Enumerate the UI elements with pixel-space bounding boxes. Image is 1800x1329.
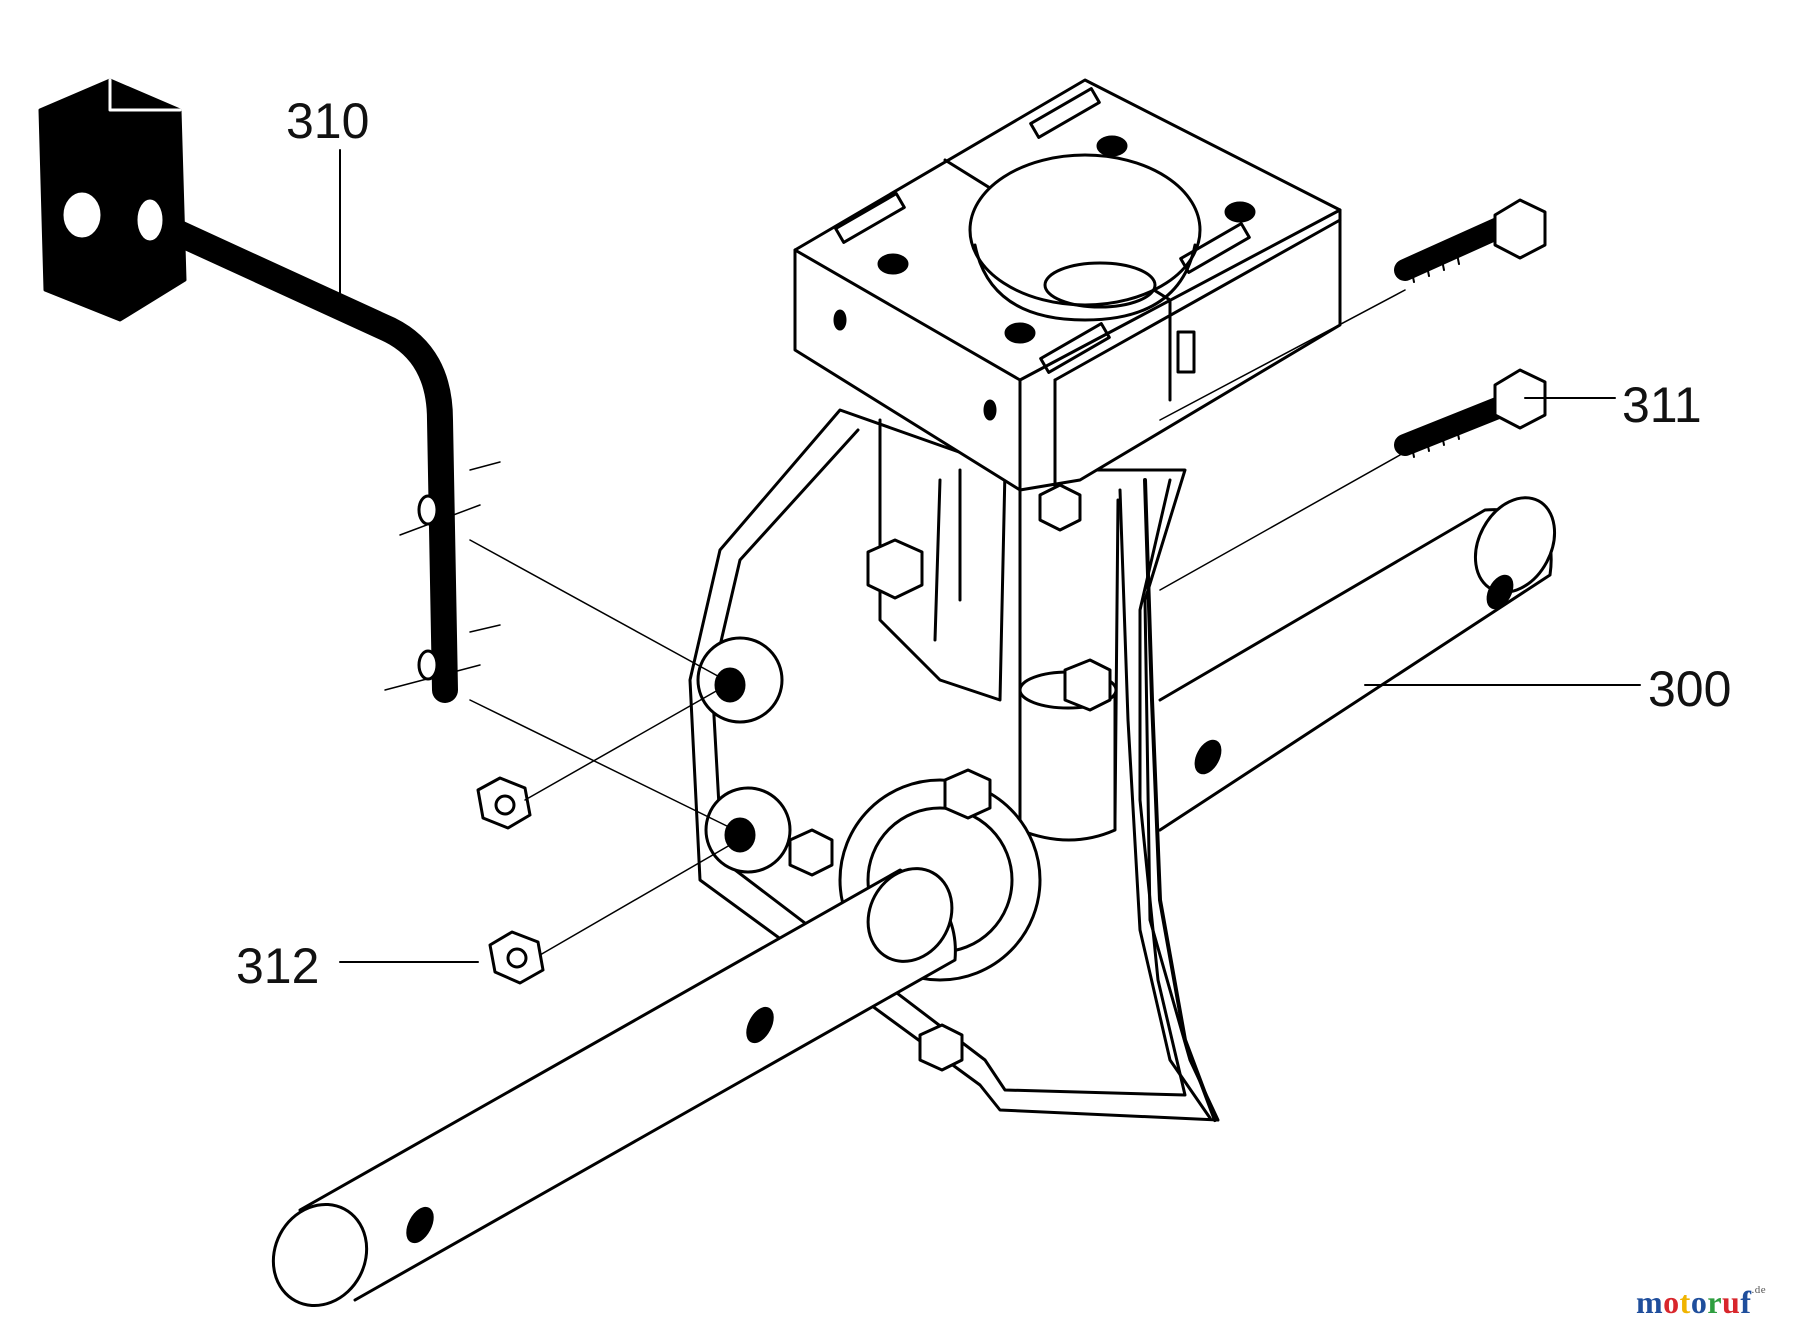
watermark-letter: t	[1679, 1284, 1691, 1320]
watermark-letter: m	[1636, 1284, 1664, 1320]
callout-311: 311	[1622, 377, 1702, 433]
watermark-letter: o	[1663, 1284, 1680, 1320]
watermark-letter: r	[1707, 1284, 1723, 1320]
watermark-letter: u	[1722, 1284, 1741, 1320]
assembly-lines	[384, 289, 1406, 956]
front-shaft	[271, 778, 1042, 1308]
motoruf-watermark-logo: motoruf.de	[1636, 1284, 1766, 1321]
callout-312: 312	[236, 938, 320, 994]
nuts-312	[476, 776, 545, 985]
watermark-letter: f	[1740, 1284, 1752, 1320]
housing-bolts	[696, 483, 1112, 1072]
callout-leaders	[336, 149, 1641, 963]
bolts-311	[1394, 198, 1547, 458]
bracket-310	[38, 78, 458, 703]
gearbox-top	[793, 78, 1342, 497]
rear-shaft	[1158, 496, 1557, 832]
watermark-suffix: .de	[1751, 1284, 1767, 1296]
callout-300: 300	[1648, 661, 1732, 717]
callout-310: 310	[286, 93, 370, 149]
watermark-letter: o	[1690, 1284, 1708, 1320]
